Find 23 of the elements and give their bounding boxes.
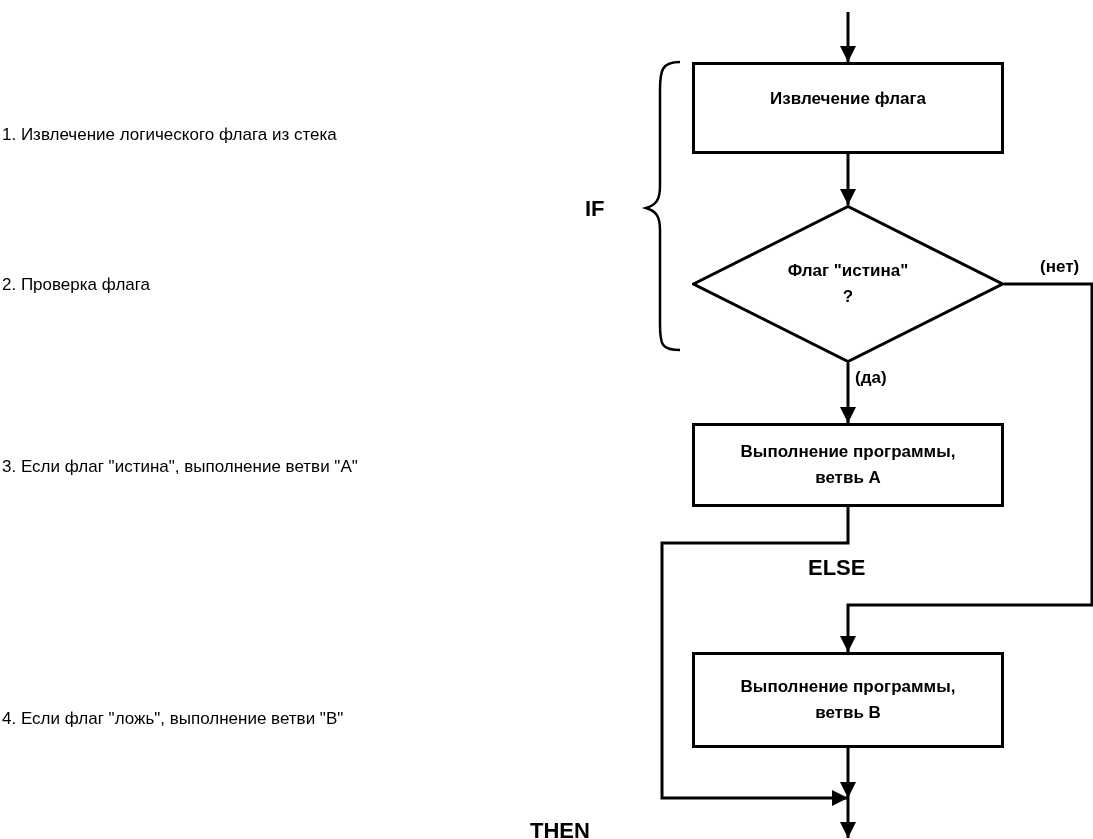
arrow <box>839 363 857 423</box>
box-label: Выполнение программы, ветвь A <box>739 441 957 489</box>
arrow <box>839 154 857 205</box>
arrow <box>839 798 857 838</box>
step-note: 4. Если флаг "ложь", выполнение ветви "B" <box>2 709 344 729</box>
edge-label: (да) <box>853 368 889 388</box>
arrow <box>839 748 857 798</box>
keyword-label: ELSE <box>808 555 866 581</box>
arrow <box>839 12 857 62</box>
step-note: 2. Проверка флага <box>2 275 151 295</box>
box-label: Флаг "истина" ? <box>786 260 910 308</box>
process-box <box>692 62 1004 154</box>
box-label: Выполнение программы, ветвь B <box>739 676 957 724</box>
arrow <box>660 507 850 807</box>
box-label: Извлечение флага <box>769 88 927 110</box>
decision-diamond <box>692 205 1004 363</box>
process-box <box>692 652 1004 748</box>
keyword-label: IF <box>585 196 605 222</box>
edge-label: (нет) <box>1038 257 1082 277</box>
keyword-label: THEN <box>530 818 590 839</box>
step-note: 3. Если флаг "истина", выполнение ветви "A" <box>2 457 358 477</box>
process-box <box>692 423 1004 507</box>
step-note: 1. Извлечение логического флага из стека <box>2 125 337 145</box>
